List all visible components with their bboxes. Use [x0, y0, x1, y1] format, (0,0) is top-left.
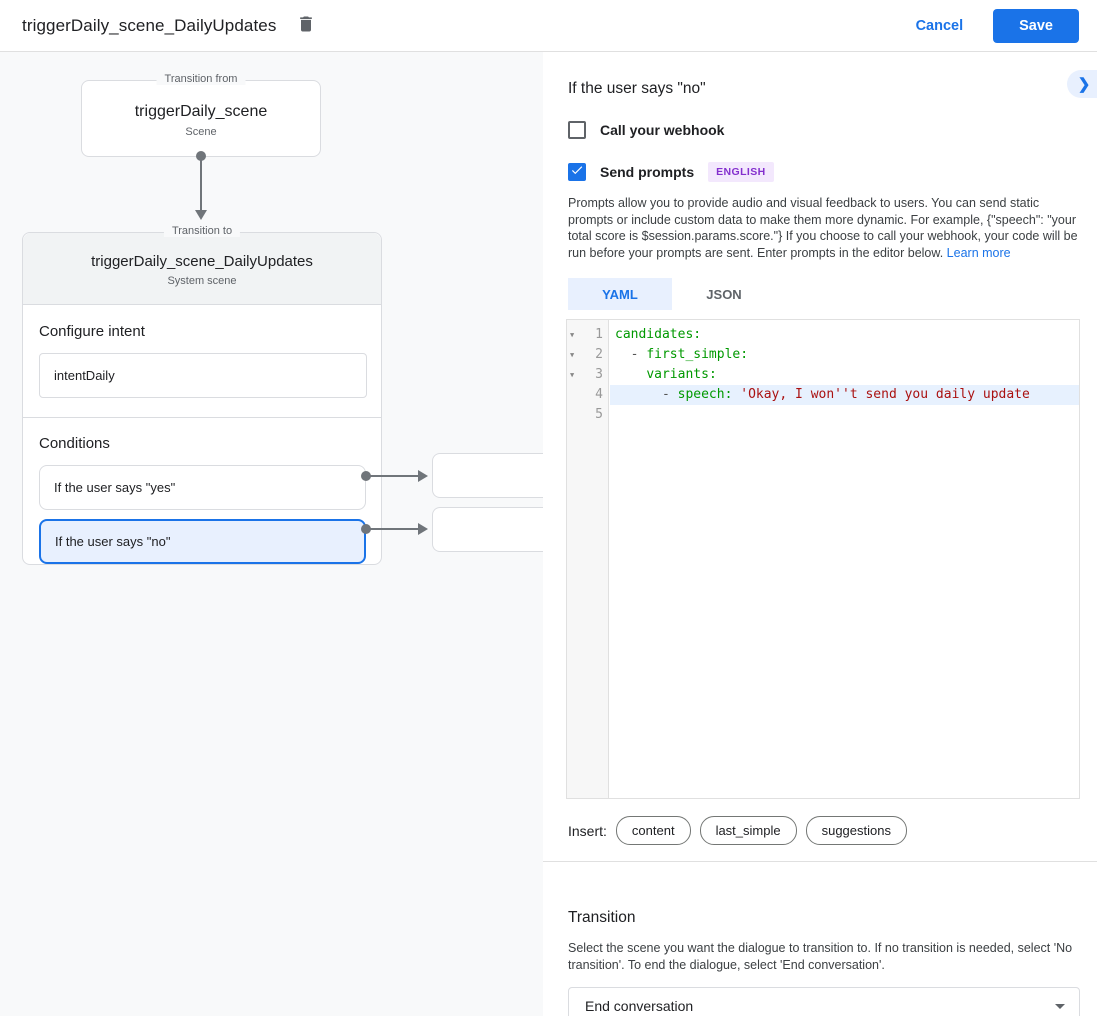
transition-from-legend: Transition from — [156, 73, 246, 85]
insert-chip-last-simple[interactable]: last_simple — [699, 816, 797, 845]
condition-label: If the user says "no" — [55, 534, 171, 549]
to-node-body: Configure intent intentDaily Conditions … — [23, 305, 381, 564]
condition-label: If the user says "yes" — [54, 480, 176, 495]
fold-arrow-icon[interactable]: ▼ — [570, 331, 575, 339]
editor-line[interactable]: 5 — [567, 405, 1079, 425]
transition-to-legend: Transition to — [163, 225, 241, 237]
code-line-content — [610, 405, 1079, 425]
panel-title: If the user says "no" — [568, 80, 706, 97]
line-number: 4 — [595, 387, 603, 402]
connector-line — [368, 528, 420, 530]
save-button[interactable]: Save — [993, 8, 1079, 43]
divider — [23, 417, 381, 418]
arrow-right-icon — [418, 470, 428, 482]
transition-heading: Transition — [568, 909, 636, 926]
connector-line — [368, 475, 420, 477]
condition-details-panel: ❯ If the user says "no" Call your webhoo… — [543, 52, 1097, 1016]
condition-item-yes[interactable]: If the user says "yes" — [39, 465, 366, 510]
arrow-right-icon — [418, 523, 428, 535]
editor-gutter — [567, 320, 609, 798]
line-number: ▼1 — [567, 325, 610, 345]
editor-line[interactable]: ▼3 variants: — [567, 365, 1079, 385]
transition-from-node[interactable]: Transition from triggerDaily_scene Scene — [81, 73, 321, 157]
handler-stub-box[interactable] — [432, 453, 543, 498]
fold-arrow-icon[interactable]: ▼ — [570, 351, 575, 359]
topbar-actions: Cancel Save — [904, 8, 1079, 43]
connector-dot — [361, 524, 371, 534]
call-webhook-label: Call your webhook — [600, 122, 725, 138]
from-scene-type: Scene — [185, 126, 217, 138]
scene-flow-canvas: Transition from triggerDaily_scene Scene… — [0, 52, 543, 1016]
code-line-content: - speech: 'Okay, I won''t send you daily… — [610, 385, 1079, 405]
trash-icon — [296, 14, 316, 37]
dropdown-caret-icon — [1055, 1003, 1065, 1009]
arrow-down-icon — [195, 210, 207, 220]
insert-row: Insert: content last_simple suggestions — [568, 816, 1080, 845]
send-prompts-label: Send prompts — [600, 164, 695, 180]
fold-arrow-icon[interactable]: ▼ — [570, 371, 575, 379]
transition-description: Select the scene you want the dialogue t… — [568, 941, 1073, 972]
tab-json[interactable]: JSON — [706, 286, 742, 302]
page-title: triggerDaily_scene_DailyUpdates — [22, 15, 277, 35]
cancel-button[interactable]: Cancel — [904, 10, 976, 42]
connector-line — [200, 158, 202, 210]
insert-chip-suggestions[interactable]: suggestions — [805, 816, 907, 845]
code-line-content: candidates: — [615, 327, 702, 342]
tab-yaml[interactable]: YAML — [568, 278, 672, 310]
to-scene-name: triggerDaily_scene_DailyUpdates — [91, 253, 313, 270]
configure-intent-label: Configure intent — [39, 323, 145, 340]
connector-dot — [196, 151, 206, 161]
editor-line[interactable]: ▼1 candidates: — [567, 325, 1079, 345]
send-prompts-checkbox[interactable] — [568, 163, 586, 181]
insert-chip-content[interactable]: content — [615, 816, 691, 845]
handler-stub-box[interactable] — [432, 507, 543, 552]
editor-line[interactable]: 4 - speech: 'Okay, I won''t send you dai… — [567, 385, 1079, 405]
from-scene-name: triggerDaily_scene — [134, 103, 268, 120]
intent-value: intentDaily — [54, 368, 115, 383]
code-line-content: variants: — [646, 367, 717, 382]
code-line-content: - first_simple: — [615, 347, 749, 362]
prompts-description: Prompts allow you to provide audio and v… — [568, 195, 1083, 261]
check-icon — [570, 163, 584, 182]
editor-format-tabs: YAML JSON — [568, 278, 1080, 310]
collapse-panel-button[interactable]: ❯ — [1067, 70, 1097, 98]
transition-select-value: End conversation — [585, 998, 694, 1014]
editor-line[interactable]: ▼2 - first_simple: — [567, 345, 1079, 365]
condition-item-no[interactable]: If the user says "no" — [39, 519, 366, 564]
insert-label: Insert: — [568, 822, 607, 839]
transition-select[interactable]: End conversation — [568, 987, 1080, 1016]
to-scene-type: System scene — [167, 275, 237, 287]
send-prompts-row: Send prompts ENGLISH — [568, 162, 1080, 182]
call-webhook-checkbox[interactable] — [568, 121, 586, 139]
language-badge: ENGLISH — [708, 162, 774, 182]
conditions-label: Conditions — [39, 435, 110, 452]
to-node-header: triggerDaily_scene_DailyUpdates System s… — [23, 233, 381, 305]
line-number: 5 — [595, 407, 603, 422]
transition-to-node: Transition to triggerDaily_scene_DailyUp… — [22, 225, 382, 565]
delete-scene-button[interactable] — [292, 12, 320, 40]
chevron-right-icon: ❯ — [1077, 76, 1091, 93]
prompts-description-text: Prompts allow you to provide audio and v… — [568, 196, 1078, 260]
top-bar: triggerDaily_scene_DailyUpdates Cancel S… — [0, 0, 1097, 52]
intent-field[interactable]: intentDaily — [39, 353, 367, 398]
divider — [543, 861, 1097, 862]
line-number: ▼3 — [567, 365, 610, 385]
line-number: ▼2 — [567, 345, 610, 365]
learn-more-link[interactable]: Learn more — [946, 245, 1011, 260]
connector-dot — [361, 471, 371, 481]
webhook-row: Call your webhook — [568, 121, 1080, 139]
